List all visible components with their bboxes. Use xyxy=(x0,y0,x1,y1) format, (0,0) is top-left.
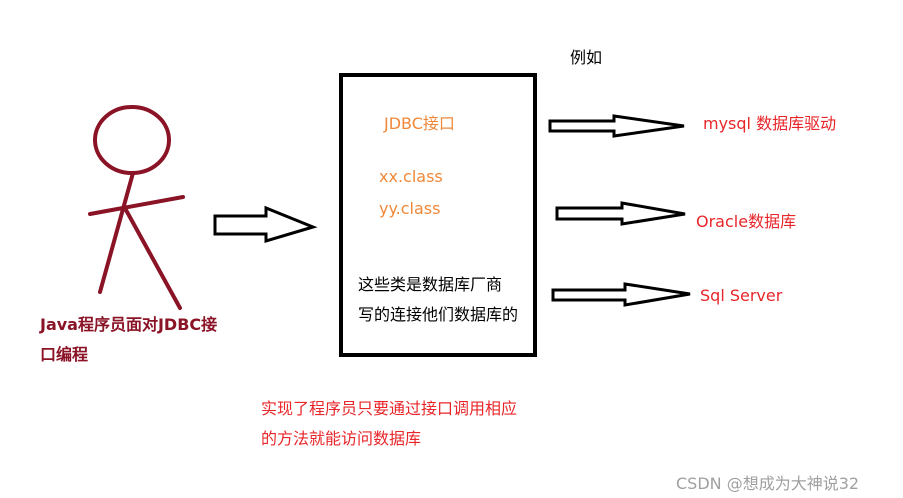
stick-figure-leg xyxy=(124,208,182,310)
arrow-to-oracle xyxy=(555,201,686,226)
example-label: 例如 xyxy=(570,48,603,67)
driver-mysql: mysql 数据库驱动 xyxy=(703,114,837,133)
stick-figure xyxy=(88,105,185,310)
vendor-note-line1: 这些类是数据库厂商 xyxy=(358,275,503,294)
programmer-label: Java程序员面对JDBC接 口编程 xyxy=(40,310,217,370)
driver-sqlserver: Sql Server xyxy=(700,286,783,305)
footer-note: 实现了程序员只要通过接口调用相应 的方法就能访问数据库 xyxy=(261,394,517,454)
xx-class-label: xx.class xyxy=(379,167,443,186)
footer-note-line1: 实现了程序员只要通过接口调用相应 xyxy=(261,399,518,418)
arrow-to-mysql xyxy=(548,114,685,138)
stick-figure-arms xyxy=(88,195,185,216)
programmer-label-line1: Java程序员面对JDBC接 xyxy=(40,315,218,334)
arrow-to-jdbc xyxy=(213,205,318,244)
vendor-note-line2: 写的连接他们数据库的 xyxy=(358,305,519,324)
arrow-to-sqlserver xyxy=(551,282,691,307)
programmer-label-line2: 口编程 xyxy=(40,345,89,364)
jdbc-interface-label: JDBC接口 xyxy=(384,114,455,133)
stick-figure-head xyxy=(93,105,171,175)
driver-oracle: Oracle数据库 xyxy=(696,212,797,231)
watermark: CSDN @想成为大神说32 xyxy=(676,474,860,493)
yy-class-label: yy.class xyxy=(379,199,441,218)
stick-figure-body xyxy=(98,171,135,294)
vendor-note: 这些类是数据库厂商 写的连接他们数据库的 xyxy=(358,270,518,330)
jdbc-box xyxy=(339,73,537,357)
footer-note-line2: 的方法就能访问数据库 xyxy=(261,429,422,448)
